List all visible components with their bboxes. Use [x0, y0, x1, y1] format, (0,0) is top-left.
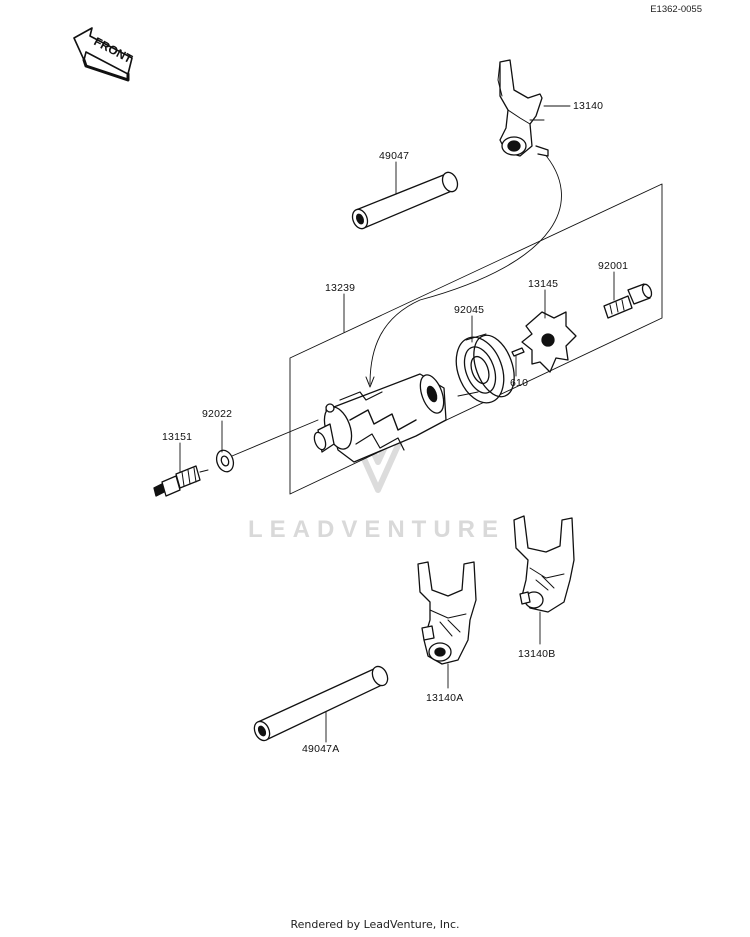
- shift-fork-13140a-part[interactable]: [417, 561, 477, 665]
- label-13151: 13151: [162, 431, 193, 443]
- leader-washer-to-drum: [231, 419, 319, 457]
- label-13239: 13239: [325, 282, 356, 294]
- shift-fork-13140b-part[interactable]: [513, 515, 575, 613]
- bearing-part[interactable]: [448, 330, 522, 410]
- label-49047: 49047: [379, 150, 410, 162]
- leader-lines: [179, 105, 615, 743]
- label-13140b: 13140B: [518, 648, 556, 660]
- diagram-reference: E1362-0055: [650, 4, 702, 15]
- label-92022: 92022: [202, 408, 233, 420]
- label-13140: 13140: [573, 100, 604, 112]
- bolt-part[interactable]: [603, 283, 653, 319]
- operating-plate-part[interactable]: [521, 311, 577, 373]
- label-610: 610: [510, 377, 529, 389]
- shift-fork-13140-part[interactable]: [497, 59, 549, 157]
- label-13145: 13145: [528, 278, 559, 290]
- watermark: LEADVENTURE: [248, 516, 506, 543]
- washer-part[interactable]: [214, 448, 237, 474]
- footer-credit: Rendered by LeadVenture, Inc.: [290, 918, 460, 931]
- label-49047a: 49047A: [302, 743, 340, 755]
- label-92045: 92045: [454, 304, 485, 316]
- front-arrow-icon: FRONT: [73, 27, 135, 82]
- pin-part[interactable]: [511, 347, 525, 357]
- shift-rod-49047a-part[interactable]: [251, 664, 390, 743]
- leader-fork-to-drum: [369, 151, 562, 385]
- shift-drum-part[interactable]: [312, 372, 448, 463]
- shift-rod-49047-part[interactable]: [350, 170, 460, 231]
- label-92001: 92001: [598, 260, 629, 272]
- label-13140a: 13140A: [426, 692, 464, 704]
- drum-pin-part[interactable]: [153, 465, 209, 497]
- assembly-frame: [289, 183, 663, 495]
